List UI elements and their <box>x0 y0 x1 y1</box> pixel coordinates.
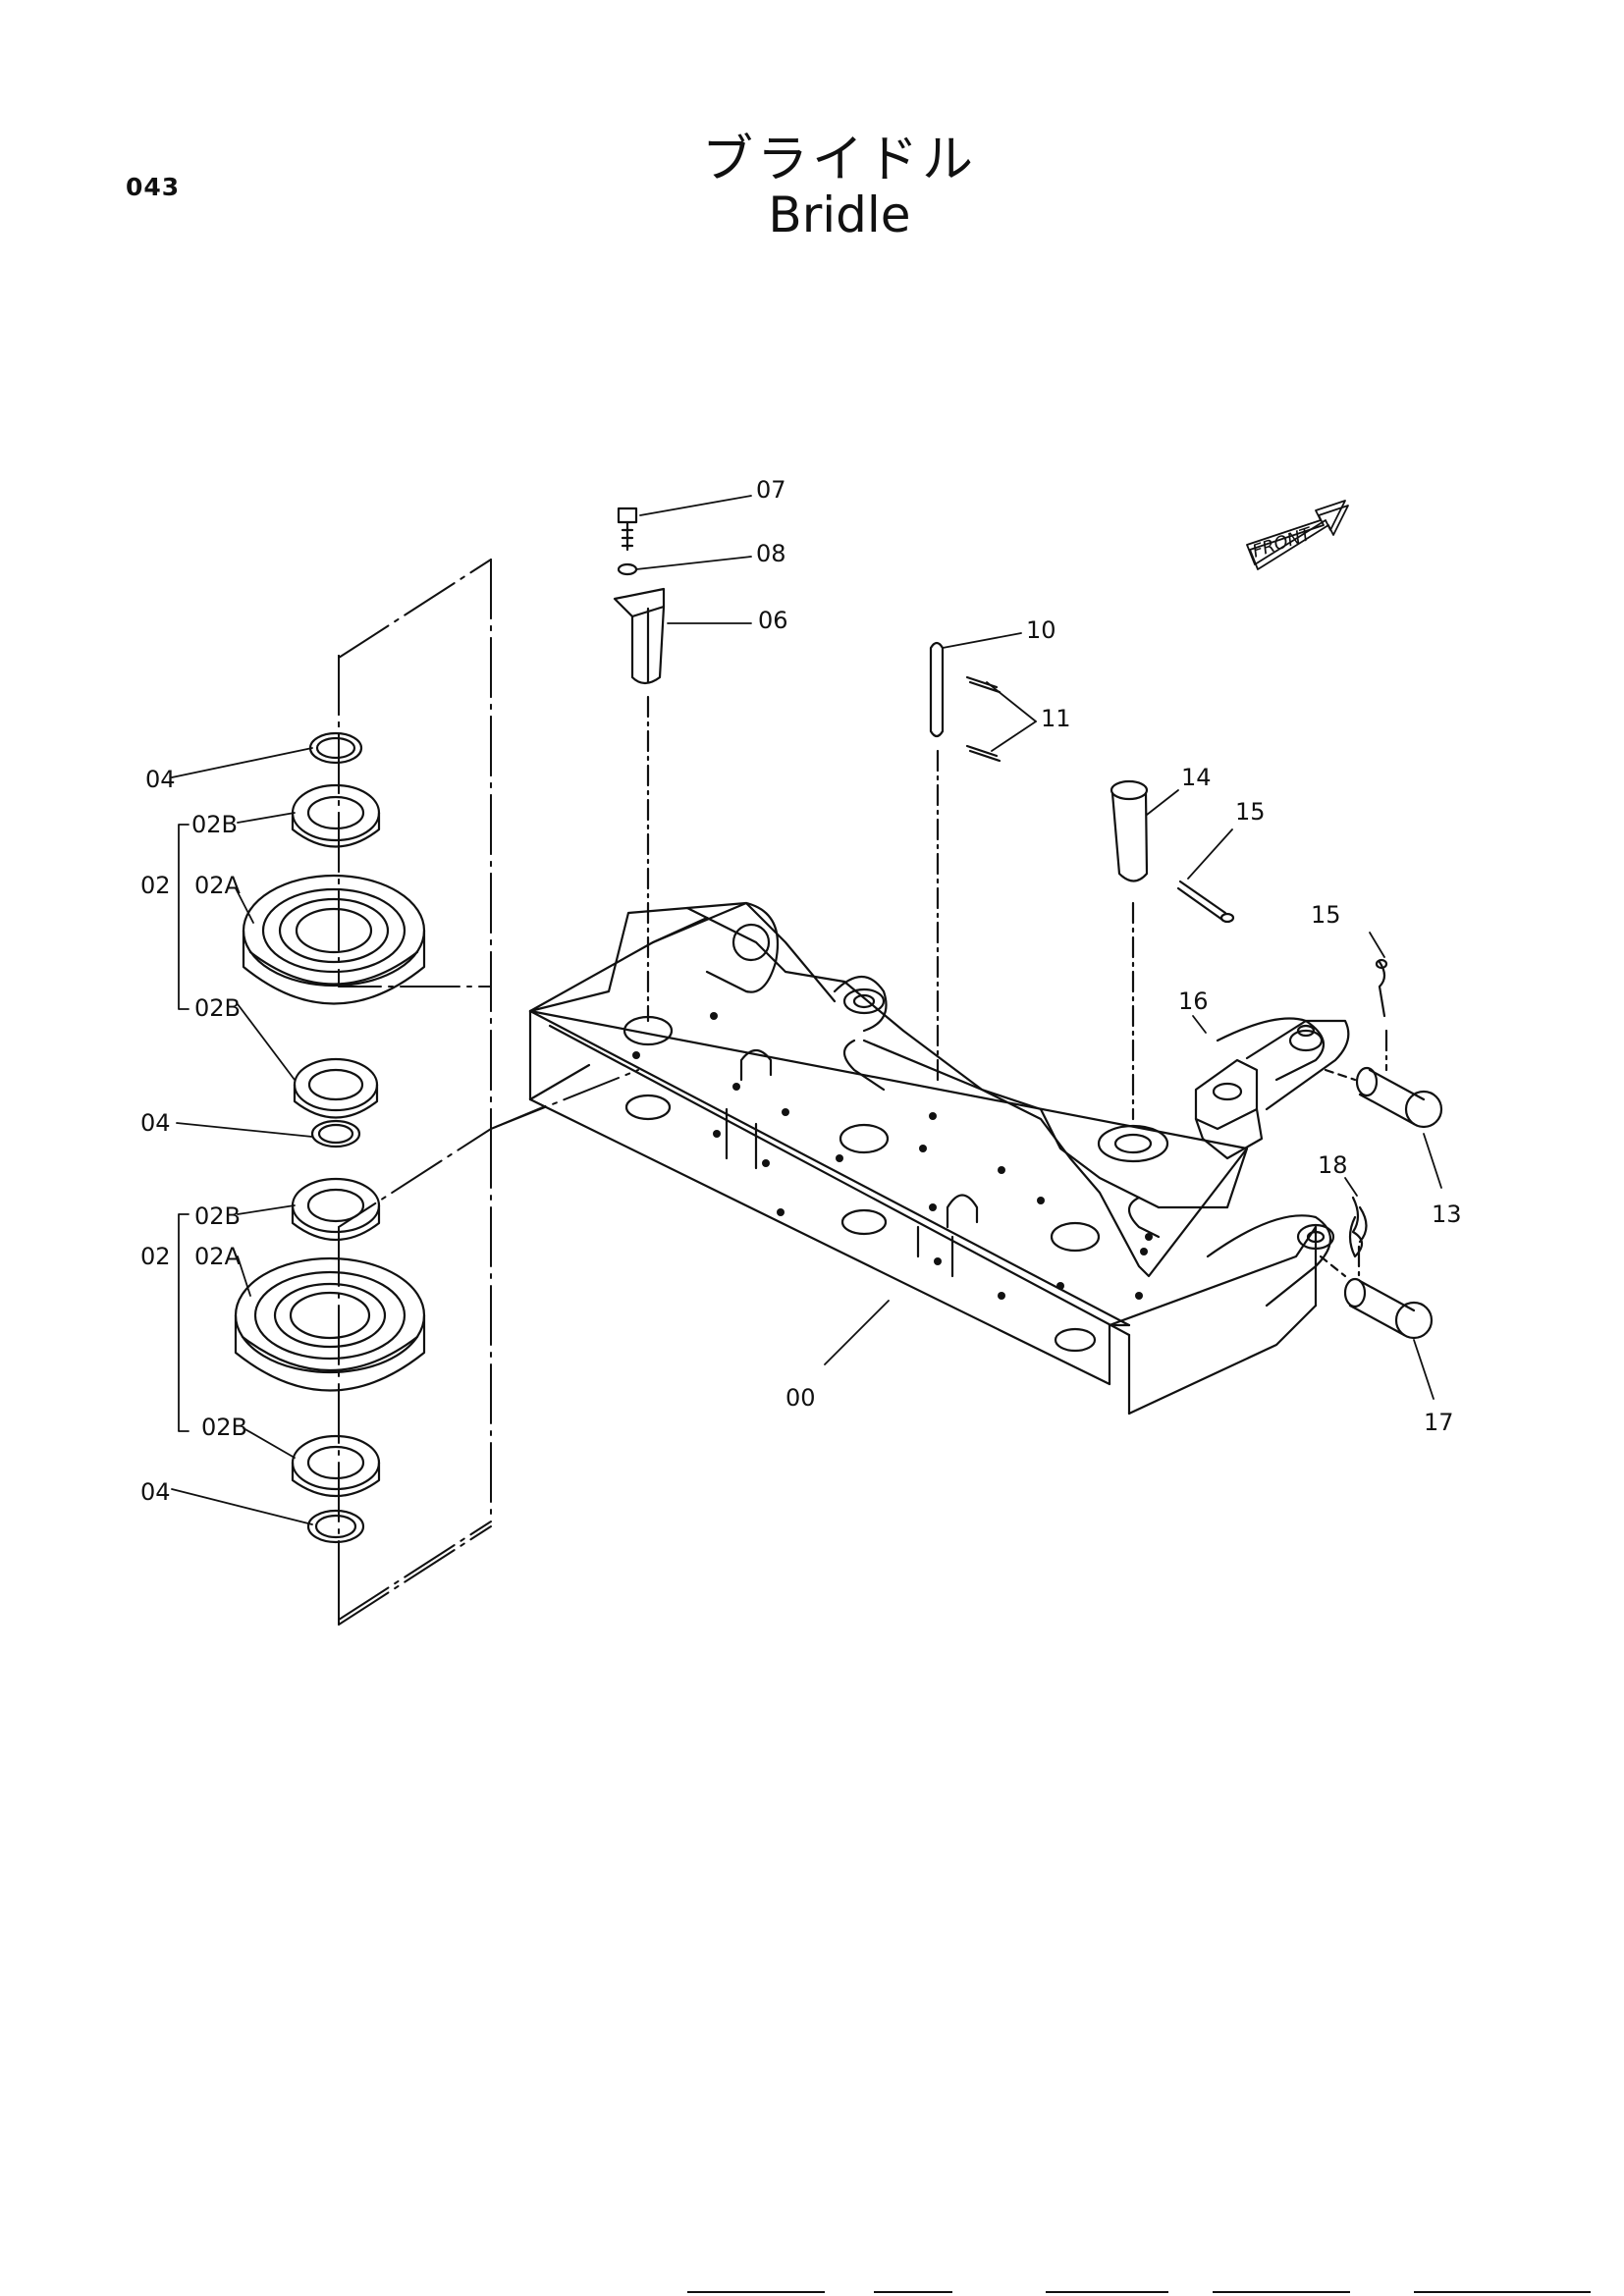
callout-02A-lower: 02A <box>194 1243 242 1270</box>
bridle-frame <box>528 901 1335 1415</box>
title-japanese: ブライドル <box>701 131 977 189</box>
pin-17-group <box>1319 1196 1434 1340</box>
callout-02-upper: 02 <box>140 872 171 899</box>
callout-18: 18 <box>1318 1151 1348 1179</box>
callout-14: 14 <box>1181 764 1212 791</box>
pulley-assembly-lower <box>234 1177 426 1544</box>
assembly-bracket-lines <box>338 559 639 1626</box>
callout-07: 07 <box>756 476 786 504</box>
callout-06: 06 <box>758 607 788 634</box>
pin-14-group <box>1097 779 1235 1163</box>
callout-04-mid: 04 <box>140 1109 171 1137</box>
title-english: Bridle <box>768 187 911 243</box>
shackle-16 <box>1194 1019 1350 1160</box>
front-label: FRONT <box>1250 523 1316 562</box>
callout-15-top: 15 <box>1235 798 1266 826</box>
callout-02B-3: 02B <box>194 1202 241 1230</box>
callout-02A-upper: 02A <box>194 872 242 899</box>
page-number: 043 <box>126 173 181 201</box>
callout-16: 16 <box>1178 988 1209 1015</box>
callout-02B-2: 02B <box>194 994 241 1022</box>
callout-02B-1: 02B <box>191 811 238 838</box>
callout-17: 17 <box>1424 1409 1454 1436</box>
callout-04-bottom: 04 <box>140 1478 171 1506</box>
callout-08: 08 <box>756 540 786 567</box>
callout-11: 11 <box>1041 705 1071 732</box>
group-bracket-02 <box>178 824 189 1432</box>
callout-02-lower: 02 <box>140 1243 171 1270</box>
callout-00: 00 <box>785 1384 816 1412</box>
callout-04-top: 04 <box>145 766 176 793</box>
front-arrow-icon <box>1246 500 1349 570</box>
callout-15-right: 15 <box>1311 901 1341 929</box>
callout-02B-4: 02B <box>201 1414 247 1441</box>
leader-lines <box>171 495 1442 1525</box>
lock-pin-group <box>929 641 1001 1082</box>
callout-13: 13 <box>1432 1201 1462 1228</box>
pulley-assembly-upper <box>242 731 426 1148</box>
pin-13-group <box>1324 958 1443 1129</box>
pin-and-bolt-group <box>613 507 666 1023</box>
callout-10: 10 <box>1026 616 1056 644</box>
